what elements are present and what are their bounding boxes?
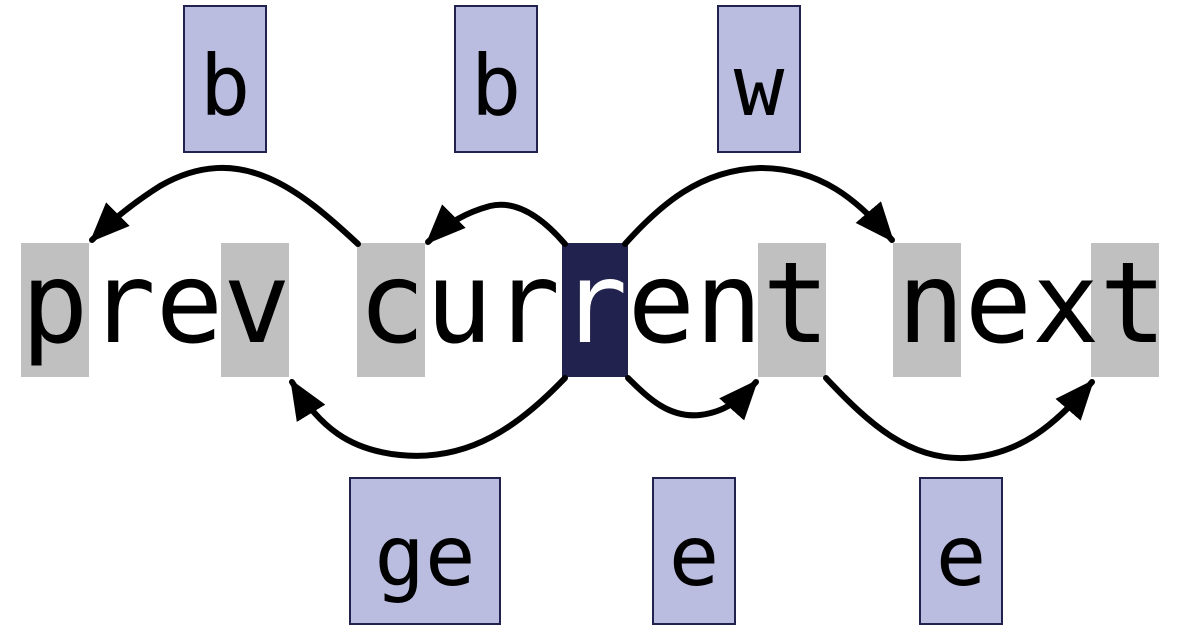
arrow-e-next-word-end: [823, 375, 1095, 462]
key-label: ge: [374, 507, 475, 605]
key-box-e-2: e: [919, 477, 1003, 625]
key-boxes: b b w ge e e: [183, 5, 1003, 625]
highlight-p: [21, 243, 89, 377]
text-character: e: [628, 239, 695, 369]
text-character: r: [88, 239, 155, 369]
highlight-n: [893, 243, 961, 377]
key-box-e-1: e: [652, 477, 736, 625]
text-character: t: [1099, 239, 1166, 369]
text-character: t: [762, 239, 829, 369]
highlight-t-current: [758, 243, 826, 377]
text-character: c: [358, 239, 425, 369]
arrow-ge-prev-word-end: [289, 375, 568, 459]
key-label: e: [669, 507, 720, 605]
key-label: e: [936, 507, 987, 605]
text-character: n: [695, 239, 762, 369]
target-highlights: [21, 243, 1159, 377]
cursor-character: r: [560, 239, 627, 369]
text-character: v: [223, 239, 290, 369]
arrow-e-word-end-current: [625, 375, 759, 421]
highlight-t-next: [1091, 243, 1159, 377]
text-character: e: [965, 239, 1032, 369]
arrow-b-word-start-prev: [89, 165, 361, 247]
key-box-b-2: b: [454, 5, 538, 153]
arrow-b-word-start-current: [425, 201, 568, 247]
highlight-v: [221, 243, 289, 377]
text-character: p: [21, 239, 88, 369]
key-label: b: [200, 37, 251, 135]
motion-arrows: [89, 164, 1095, 462]
text-character: r: [493, 239, 560, 369]
key-box-b-1: b: [183, 5, 267, 153]
arrow-w-next-word: [622, 164, 895, 247]
key-box-ge: ge: [349, 477, 501, 625]
key-box-w: w: [717, 5, 801, 153]
key-label: b: [471, 37, 522, 135]
text-character: x: [1032, 239, 1099, 369]
key-label: w: [734, 37, 785, 135]
text-character: u: [425, 239, 492, 369]
highlight-c: [357, 243, 425, 377]
text-character: n: [897, 239, 964, 369]
cursor-block: [562, 243, 628, 377]
text-character: e: [156, 239, 223, 369]
